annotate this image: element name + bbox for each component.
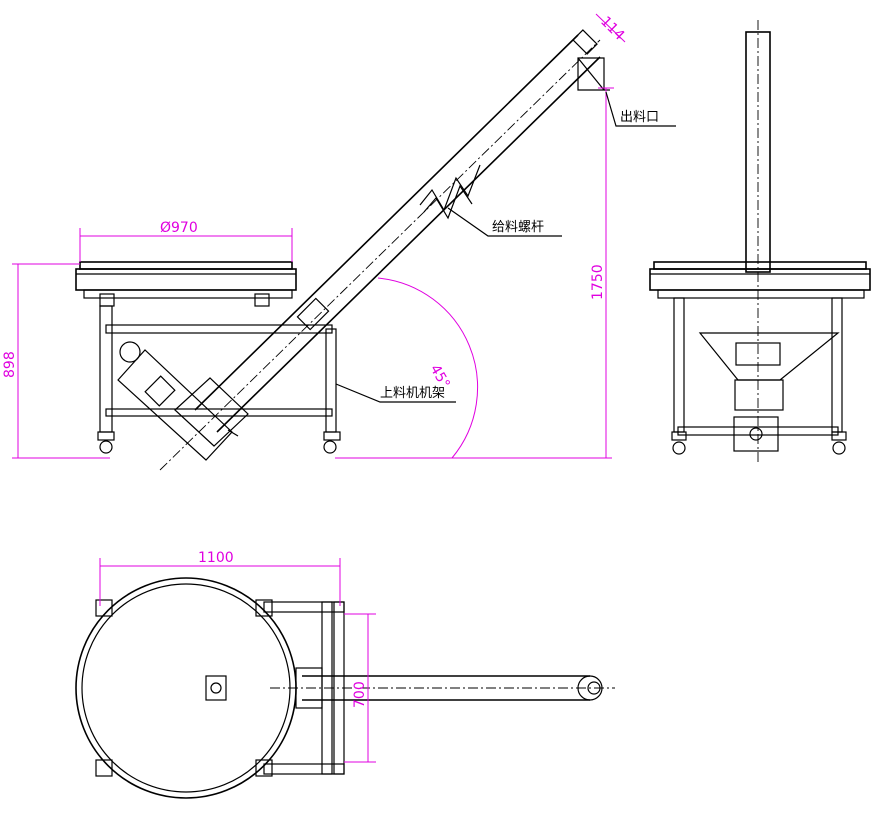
dimensions: Ø970 898 1750 45° 114 1100 700 [2,14,627,763]
dim-discharge-height: 1750 [590,264,606,300]
dim-hopper-diameter: Ø970 [160,220,198,236]
dim-top-end: 114 [597,14,627,44]
dim-frame-width: 700 [352,681,368,708]
side-frame [97,305,341,454]
side-outlet-spout [577,57,610,91]
dim-side-height: 898 [2,351,18,378]
front-view [649,20,871,462]
side-hopper [75,261,297,307]
side-view [75,29,610,471]
side-motor [117,341,249,461]
side-screw-tube [159,29,601,471]
label-outlet: 出料口 [620,110,659,125]
callouts: 出料口 给料螺杆 上料机机架 [335,91,676,403]
dim-top-width: 1100 [198,550,234,566]
label-loader-frame: 上料机机架 [380,386,445,401]
top-view [75,577,615,799]
label-feed-screw: 给料螺杆 [492,220,544,235]
